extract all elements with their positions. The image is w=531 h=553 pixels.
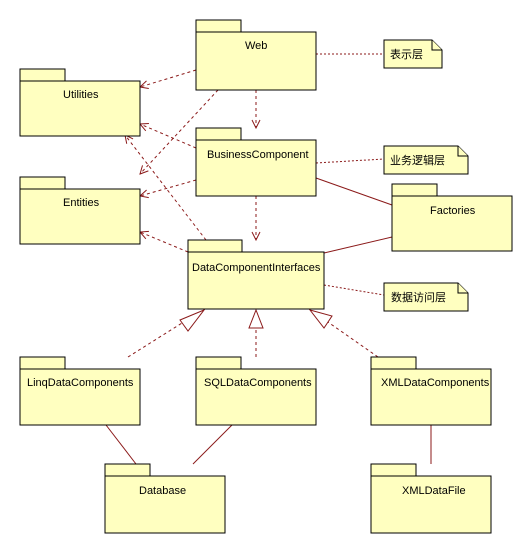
realize-xml-to-interfaces <box>324 319 379 358</box>
package-xml-data-file-label: XMLDataFile <box>402 485 466 497</box>
note-data-access-layer[interactable]: 数据访问层 <box>383 282 469 312</box>
assoc-linq-database <box>105 424 137 465</box>
package-xml-data-components-label: XMLDataComponents <box>381 377 490 389</box>
package-xml-data-components[interactable]: XMLDataComponents <box>370 356 492 426</box>
package-web-label: Web <box>245 40 267 52</box>
anchor-data-access-note <box>323 284 385 296</box>
dep-web-to-utilities <box>140 69 197 87</box>
dep-business-to-utilities <box>140 124 197 149</box>
package-business-component[interactable]: BusinessComponent <box>195 127 317 197</box>
dep-web-to-entities <box>140 89 219 174</box>
package-factories-label: Factories <box>430 205 476 217</box>
realize-linq-to-interfaces <box>127 317 191 358</box>
note-presentation-layer[interactable]: 表示层 <box>383 39 443 69</box>
package-data-component-interfaces[interactable]: DataComponentInterfaces <box>187 239 325 310</box>
connectors <box>105 53 432 465</box>
package-business-component-label: BusinessComponent <box>207 149 309 161</box>
package-linq-data-components[interactable]: LinqDataComponents <box>19 356 141 426</box>
note-business-logic-layer[interactable]: 业务逻辑层 <box>383 145 469 175</box>
package-utilities[interactable]: Utilities <box>19 68 141 137</box>
realize-arrowhead-linq <box>179 308 206 332</box>
package-linq-data-components-label: LinqDataComponents <box>27 377 134 389</box>
note-presentation-layer-label: 表示层 <box>390 47 423 61</box>
note-data-access-layer-label: 数据访问层 <box>391 290 446 304</box>
assoc-data-interfaces-factories <box>323 236 393 254</box>
package-xml-data-file[interactable]: XMLDataFile <box>370 463 492 534</box>
dep-business-to-entities <box>140 179 197 196</box>
package-database-label: Database <box>139 485 186 497</box>
package-database[interactable]: Database <box>104 463 226 534</box>
dep-data-interfaces-to-entities <box>140 232 189 253</box>
package-sql-data-components-label: SQLDataComponents <box>204 377 312 389</box>
package-utilities-label: Utilities <box>63 89 99 101</box>
note-business-logic-layer-label: 业务逻辑层 <box>390 153 445 167</box>
package-factories[interactable]: Factories <box>391 183 513 252</box>
package-sql-data-components[interactable]: SQLDataComponents <box>195 356 317 426</box>
dep-data-interfaces-to-utilities <box>125 135 207 241</box>
package-entities-label: Entities <box>63 197 100 209</box>
package-entities[interactable]: Entities <box>19 176 141 245</box>
realize-arrowhead-xml <box>308 309 333 329</box>
assoc-sql-database <box>192 424 233 465</box>
realize-arrowhead-sql <box>248 308 264 329</box>
anchor-business-logic-note <box>315 158 385 164</box>
package-web[interactable]: Web <box>195 19 317 91</box>
package-data-component-interfaces-label: DataComponentInterfaces <box>192 262 321 274</box>
assoc-business-factories <box>315 177 393 206</box>
